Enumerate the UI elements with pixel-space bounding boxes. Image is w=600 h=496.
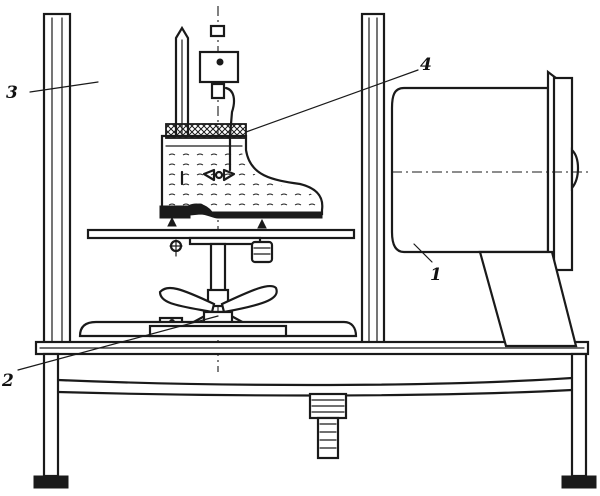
leader-2 bbox=[17, 315, 219, 371]
left-cabinet-post bbox=[42, 12, 72, 348]
label-1: 1 bbox=[430, 265, 442, 285]
threaded-jack bbox=[308, 392, 348, 460]
label-2: 2 bbox=[1, 371, 14, 391]
support-table bbox=[86, 216, 356, 264]
leader-1 bbox=[413, 243, 433, 263]
boot bbox=[159, 123, 324, 219]
top-fitting bbox=[209, 24, 226, 38]
label-3: 3 bbox=[6, 83, 18, 103]
leader-3 bbox=[29, 81, 99, 93]
base-tray bbox=[78, 320, 358, 338]
deck-plate bbox=[34, 340, 590, 356]
sensor-block bbox=[198, 50, 240, 138]
leader-lines bbox=[17, 69, 433, 371]
leader-4 bbox=[245, 69, 419, 133]
central-column bbox=[206, 242, 230, 308]
lower-frame bbox=[33, 352, 597, 489]
label-4: 4 bbox=[420, 55, 432, 75]
lamp-housing bbox=[390, 69, 590, 348]
right-cabinet-post bbox=[360, 12, 386, 348]
